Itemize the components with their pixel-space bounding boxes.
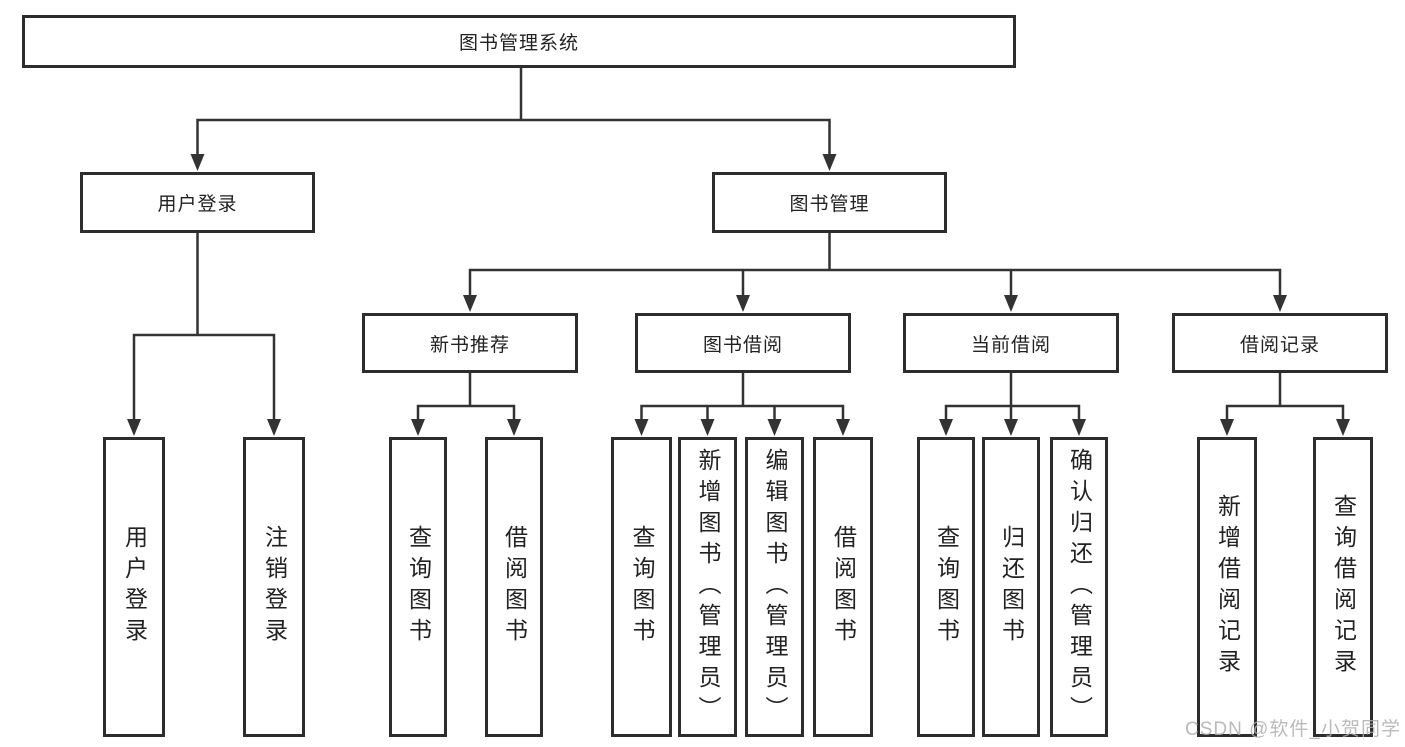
leaf-add-borrow-record-label: 新增借阅记录 — [1214, 494, 1241, 680]
leaf-user-login: 用户登录 — [103, 437, 165, 737]
node-book-borrowing: 图书借阅 — [635, 313, 851, 373]
leaf-edit-book-admin-label: 编辑图书（管理员） — [762, 447, 788, 727]
leaf-query-borrow-record: 查询借阅记录 — [1313, 437, 1373, 737]
leaf-logout: 注销登录 — [243, 437, 305, 737]
leaf-add-book-admin: 新增图书（管理员） — [678, 437, 737, 737]
node-new-book-recommend: 新书推荐 — [362, 313, 578, 373]
leaf-return-book: 归还图书 — [982, 437, 1040, 737]
node-borrowing-records: 借阅记录 — [1172, 313, 1388, 373]
node-root-system: 图书管理系统 — [22, 15, 1016, 68]
leaf-query-books-borrowing: 查询图书 — [611, 437, 672, 737]
leaf-return-book-label: 归还图书 — [998, 525, 1025, 649]
leaf-user-login-label: 用户登录 — [121, 525, 148, 649]
leaf-query-books-current-label: 查询图书 — [933, 525, 960, 649]
node-book-management-module: 图书管理 — [712, 172, 947, 233]
leaf-borrow-books-recommend: 借阅图书 — [485, 437, 543, 737]
leaf-logout-label: 注销登录 — [261, 525, 288, 649]
leaf-borrow-books: 借阅图书 — [813, 437, 873, 737]
leaf-query-books-borrowing-label: 查询图书 — [629, 525, 655, 649]
leaf-borrow-books-recommend-label: 借阅图书 — [501, 525, 528, 649]
leaf-query-borrow-record-label: 查询借阅记录 — [1330, 494, 1357, 680]
leaf-query-books-recommend: 查询图书 — [389, 437, 447, 737]
leaf-borrow-books-label: 借阅图书 — [830, 525, 857, 649]
leaf-add-book-admin-label: 新增图书（管理员） — [695, 447, 721, 727]
csdn-watermark: CSDN @软件_小贺同学 — [1185, 719, 1401, 740]
leaf-confirm-return-admin: 确认归还（管理员） — [1050, 437, 1108, 737]
leaf-query-books-recommend-label: 查询图书 — [405, 525, 432, 649]
node-user-login-module: 用户登录 — [80, 172, 315, 233]
leaf-query-books-current: 查询图书 — [917, 437, 975, 737]
node-current-borrowing: 当前借阅 — [903, 313, 1119, 373]
leaf-add-borrow-record: 新增借阅记录 — [1197, 437, 1257, 737]
leaf-confirm-return-admin-label: 确认归还（管理员） — [1066, 447, 1093, 727]
leaf-edit-book-admin: 编辑图书（管理员） — [745, 437, 804, 737]
